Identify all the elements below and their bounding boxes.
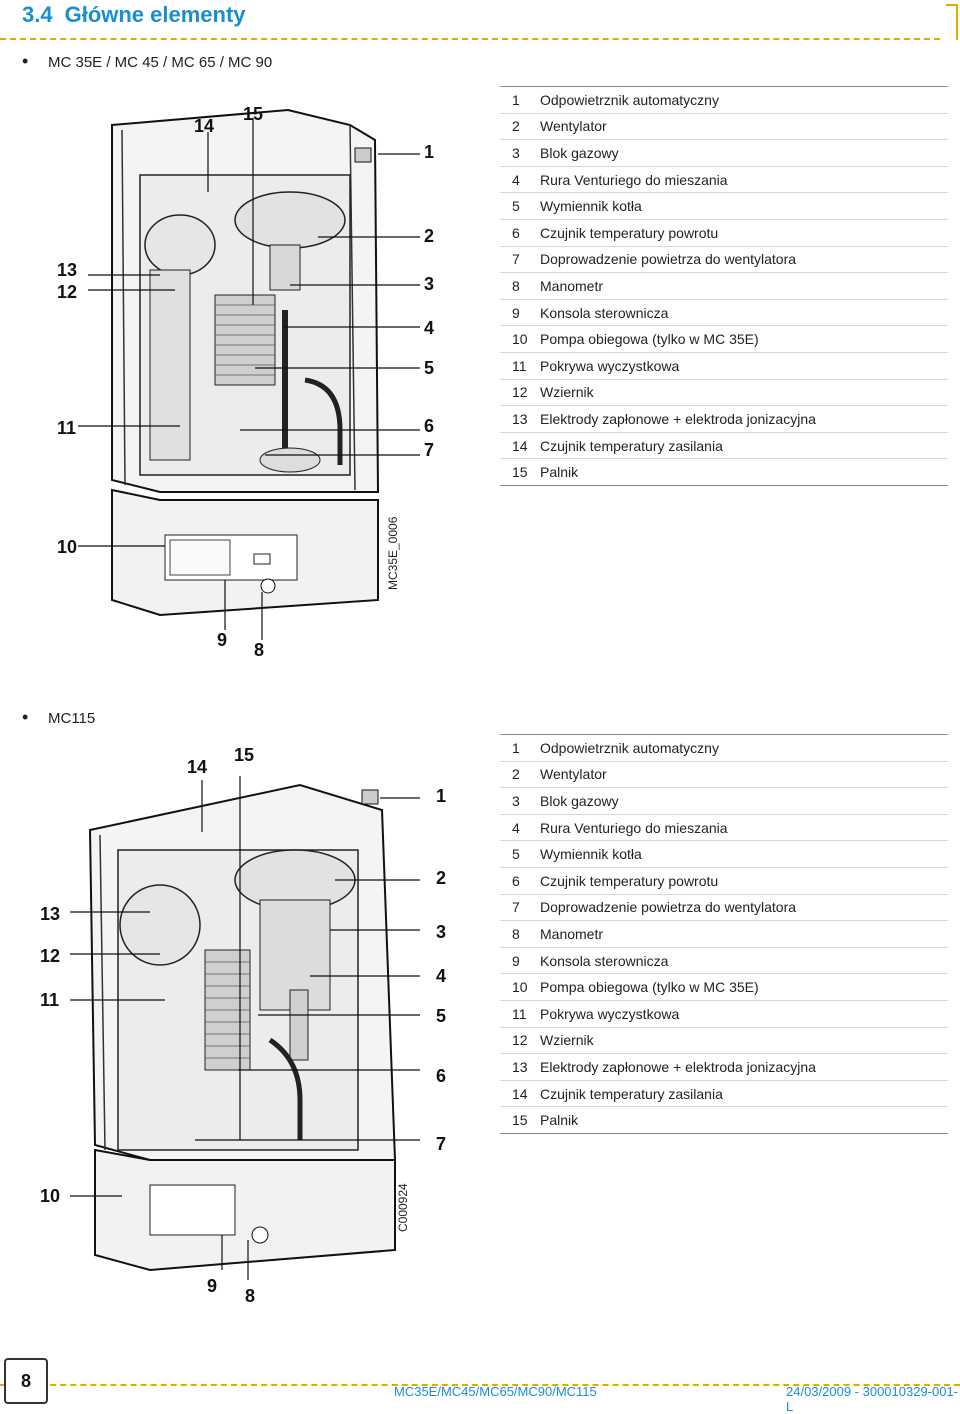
callout-15: 15 bbox=[234, 745, 255, 765]
model-group-2-heading: • MC115 bbox=[22, 707, 96, 727]
callout-9: 9 bbox=[207, 1276, 218, 1296]
callout-2: 2 bbox=[424, 226, 435, 246]
callout-3: 3 bbox=[424, 274, 435, 294]
callout-6: 6 bbox=[424, 416, 435, 436]
callout-5: 5 bbox=[436, 1006, 447, 1026]
callout-1: 1 bbox=[436, 786, 447, 806]
callout-1: 1 bbox=[424, 142, 435, 162]
callout-14: 14 bbox=[194, 116, 215, 136]
callout-14: 14 bbox=[187, 757, 208, 777]
section-title-text: Główne elementy bbox=[64, 2, 246, 27]
callout-8: 8 bbox=[254, 640, 265, 660]
callout-13: 13 bbox=[57, 260, 78, 280]
callout-11: 11 bbox=[40, 990, 60, 1010]
drawing-code-2: C000924 bbox=[396, 1183, 410, 1232]
footer-models: MC35E/MC45/MC65/MC90/MC115 bbox=[394, 1384, 597, 1399]
manometer-icon bbox=[251, 1226, 269, 1244]
callout-13: 13 bbox=[40, 904, 61, 924]
footer-rule bbox=[0, 1384, 960, 1386]
header-rule bbox=[0, 38, 940, 40]
bullet-dot-icon: • bbox=[22, 51, 29, 71]
heat-exchanger bbox=[214, 294, 276, 386]
callout-4: 4 bbox=[424, 318, 435, 338]
callout-11: 11 bbox=[57, 418, 77, 438]
page-number: 8 bbox=[4, 1358, 48, 1404]
section-number: 3.4 bbox=[22, 2, 53, 27]
control-panel-face bbox=[149, 1184, 236, 1236]
model-group-2-label: MC115 bbox=[48, 710, 96, 727]
callout-12: 12 bbox=[57, 282, 78, 302]
model-group-1-label: MC 35E / MC 45 / MC 65 / MC 90 bbox=[48, 54, 273, 71]
callout-5: 5 bbox=[424, 358, 435, 378]
footer-doc-ref: 24/03/2009 - 300010329-001-L bbox=[786, 1384, 959, 1414]
bullet-dot-icon: • bbox=[22, 707, 29, 727]
fan bbox=[234, 191, 346, 249]
callout-12: 12 bbox=[40, 946, 61, 966]
callout-15: 15 bbox=[243, 104, 264, 124]
boiler-diagram-1 bbox=[78, 108, 420, 640]
section-title: 3.4 Główne elementy bbox=[22, 2, 246, 28]
callout-3: 3 bbox=[436, 922, 447, 942]
manometer-icon bbox=[260, 578, 276, 594]
callout-10: 10 bbox=[40, 1186, 61, 1206]
boiler-diagram-2 bbox=[70, 776, 420, 1280]
callout-8: 8 bbox=[245, 1286, 256, 1306]
callout-7: 7 bbox=[424, 440, 435, 460]
callout-7: 7 bbox=[436, 1134, 447, 1154]
callout-10: 10 bbox=[57, 537, 78, 557]
model-group-1-heading: • MC 35E / MC 45 / MC 65 / MC 90 bbox=[22, 51, 273, 71]
callout-4: 4 bbox=[436, 966, 447, 986]
callout-2: 2 bbox=[436, 868, 447, 888]
drawing-code-1: MC35E_0006 bbox=[386, 516, 400, 590]
header-corner bbox=[946, 4, 958, 40]
callout-9: 9 bbox=[217, 630, 228, 650]
callout-6: 6 bbox=[436, 1066, 447, 1086]
control-box bbox=[94, 1148, 396, 1272]
